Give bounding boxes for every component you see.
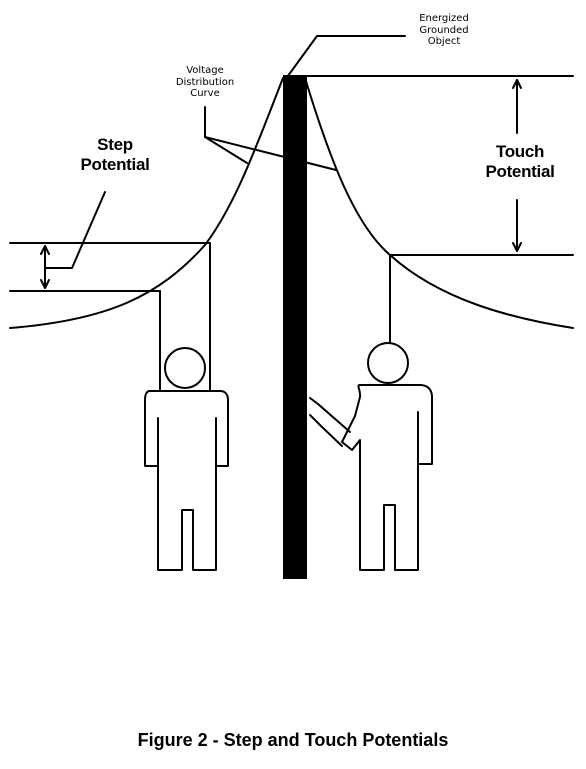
step-potential-label: Step Potential (60, 135, 170, 174)
voltage-curve-label-line-2: Distribution (175, 76, 235, 88)
step-arrow-head-bottom (40, 279, 50, 289)
right-person-body (341, 384, 433, 571)
step-potential-label-line-2: Potential (80, 154, 150, 174)
energized-object-label: Energized Grounded Object (404, 13, 484, 48)
right-person-arm-touching (309, 397, 351, 433)
touch-potential-label: Touch Potential (465, 142, 575, 181)
right-person-arm-touching-lower (309, 414, 343, 447)
curve-leader-line-right (204, 136, 337, 171)
left-person-figure (144, 347, 229, 571)
voltage-curve-label: Voltage Distribution Curve (160, 65, 250, 100)
voltage-curve-label-line-3: Curve (190, 88, 220, 99)
touch-arrow-head-bottom (512, 242, 522, 252)
voltage-curve-left (9, 77, 284, 329)
right-person-head (367, 342, 409, 384)
touch-potential-label-line-1: Touch (495, 142, 545, 161)
touch-arrow-head-top (512, 79, 522, 89)
energized-object-label-line-1: Energized (419, 13, 469, 24)
touch-potential-label-line-2: Potential (485, 161, 555, 181)
step-potential-label-line-1: Step (97, 135, 133, 154)
voltage-curve-right (304, 77, 574, 329)
voltage-curve-label-line-1: Voltage (186, 65, 224, 76)
curve-leader-line-left (204, 106, 248, 164)
energized-object-label-line-3: Object (427, 36, 461, 47)
figure-caption: Figure 2 - Step and Touch Potentials (137, 730, 449, 750)
right-person-figure (309, 342, 433, 571)
step-arrow-head-top (40, 245, 50, 255)
step-leader-line (44, 191, 106, 269)
object-leader-line (284, 35, 406, 81)
left-person-body (144, 390, 229, 571)
energized-grounded-pole (283, 75, 307, 579)
energized-object-label-line-2: Grounded (419, 24, 469, 36)
left-person-head (164, 347, 206, 389)
